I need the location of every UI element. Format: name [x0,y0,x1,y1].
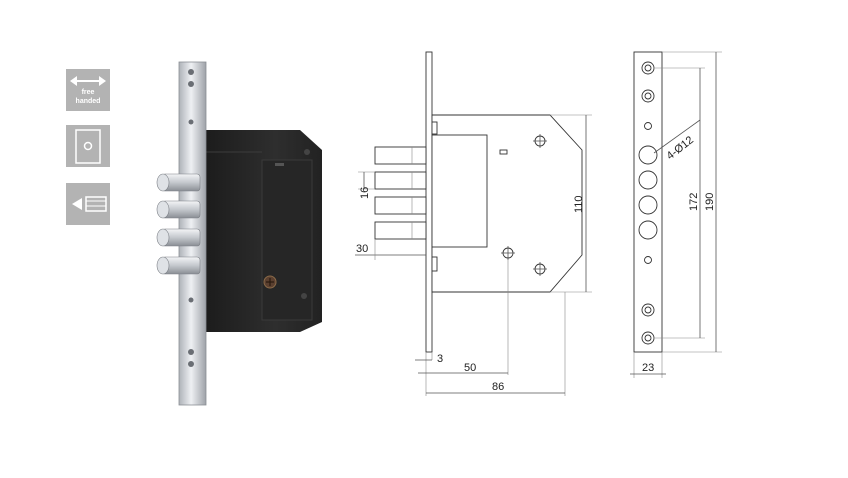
side-mount-hole-bottom [533,262,547,276]
bolt-throw-icon [72,196,107,212]
side-faceplate [425,51,433,353]
lock-slot [275,163,284,166]
dim-16: 16 [359,187,371,199]
door-cylinder-icon [75,129,101,164]
bolt-4 [156,256,201,275]
bolt-1 [156,173,201,192]
side-spindle-hole [501,246,515,260]
lock-photo [156,61,322,406]
dim-3: 3 [437,353,443,365]
front-bolt-holes [638,145,658,240]
lock-screw-top [304,149,310,155]
dim-86: 86 [492,381,504,393]
handed-label: handed [75,98,101,105]
dim-110: 110 [573,195,585,213]
bolt-tile [66,183,110,225]
side-view-drawing: 16 30 110 3 50 86 [355,51,592,396]
free-handed-tile: free handed [66,69,110,111]
free-label: free [81,89,95,96]
lock-screw-bottom [301,293,307,299]
dim-30: 30 [356,243,368,255]
bolt-2 [156,200,201,219]
door-tile [66,125,110,167]
front-view-drawing: 4-Ø12 172 190 23 [630,51,722,378]
dim-50: 50 [464,362,476,374]
side-gearbox [431,134,488,248]
dim-holes: 4-Ø12 [664,134,695,162]
dim-172: 172 [688,193,700,211]
side-bolts [374,146,427,240]
bolt-3 [156,228,201,247]
side-mount-hole-top [533,134,547,148]
double-arrow-icon [70,76,106,86]
dim-190: 190 [704,193,716,211]
dim-23: 23 [642,362,654,374]
